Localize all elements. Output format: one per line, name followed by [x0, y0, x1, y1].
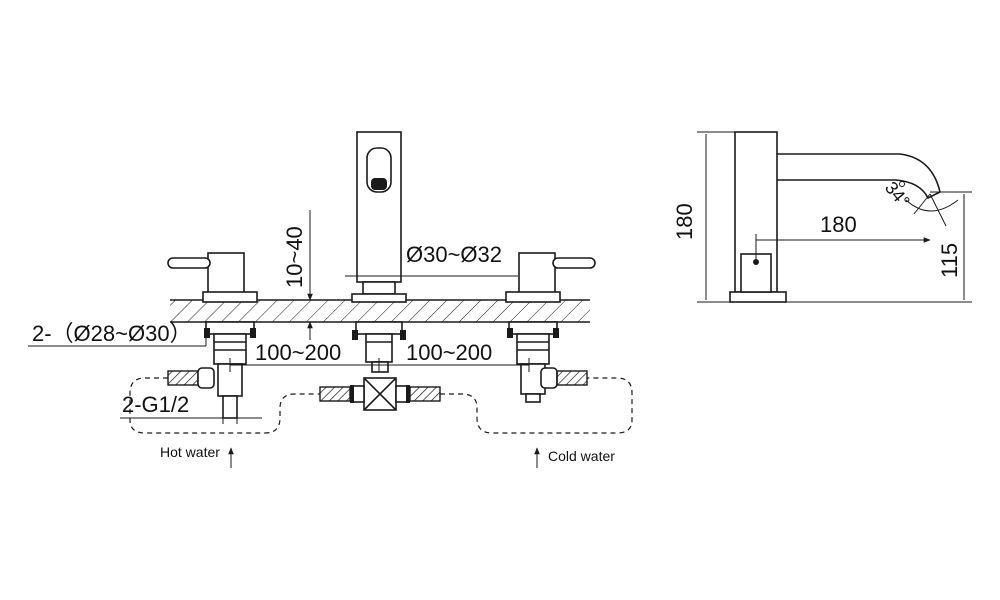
spacing-right-label: 100~200 — [406, 340, 492, 365]
cold-water-label: Cold water — [548, 448, 615, 464]
side-spout — [777, 153, 941, 200]
deck-thickness-label: 10~40 — [282, 226, 307, 288]
cold-valve — [505, 252, 596, 403]
dim-angle: 34° — [881, 178, 959, 227]
dim-deck-thickness: 10~40 — [282, 210, 313, 340]
hot-water-inlet: Hot water — [160, 444, 234, 468]
spacing-left-label: 100~200 — [255, 340, 341, 365]
dim-spacing: 100~200 100~200 — [229, 340, 530, 372]
front-view: 10~40 Ø30~Ø32 2-（Ø28~Ø30） 100~200 100~20… — [28, 131, 633, 468]
spout-height-label: 115 — [937, 243, 962, 278]
side-base — [729, 291, 787, 303]
height-label: 180 — [672, 203, 697, 240]
dim-spout-diameter: Ø30~Ø32 — [345, 242, 518, 282]
cold-water-inlet: Cold water — [534, 447, 615, 468]
hot-water-label: Hot water — [160, 444, 220, 460]
dim-inlet-thread: 2-G1/2 — [120, 392, 262, 424]
hose-path — [129, 377, 633, 434]
dim-hole-diameter: 2-（Ø28~Ø30） — [28, 321, 207, 347]
dim-spout-height: 115 — [786, 191, 972, 303]
spout-diameter-label: Ø30~Ø32 — [406, 242, 502, 267]
dim-reach: 180 — [755, 212, 931, 262]
dim-height: 180 — [672, 131, 735, 303]
side-view: 180 180 115 34° — [672, 131, 972, 303]
deck-section — [170, 299, 590, 323]
braided-hoses — [167, 367, 588, 403]
hole-diameter-label: 2-（Ø28~Ø30） — [32, 321, 192, 346]
hot-valve — [167, 252, 258, 419]
inlet-thread-label: 2-G1/2 — [122, 392, 189, 417]
reach-label: 180 — [820, 212, 857, 237]
center-spout — [351, 131, 409, 411]
